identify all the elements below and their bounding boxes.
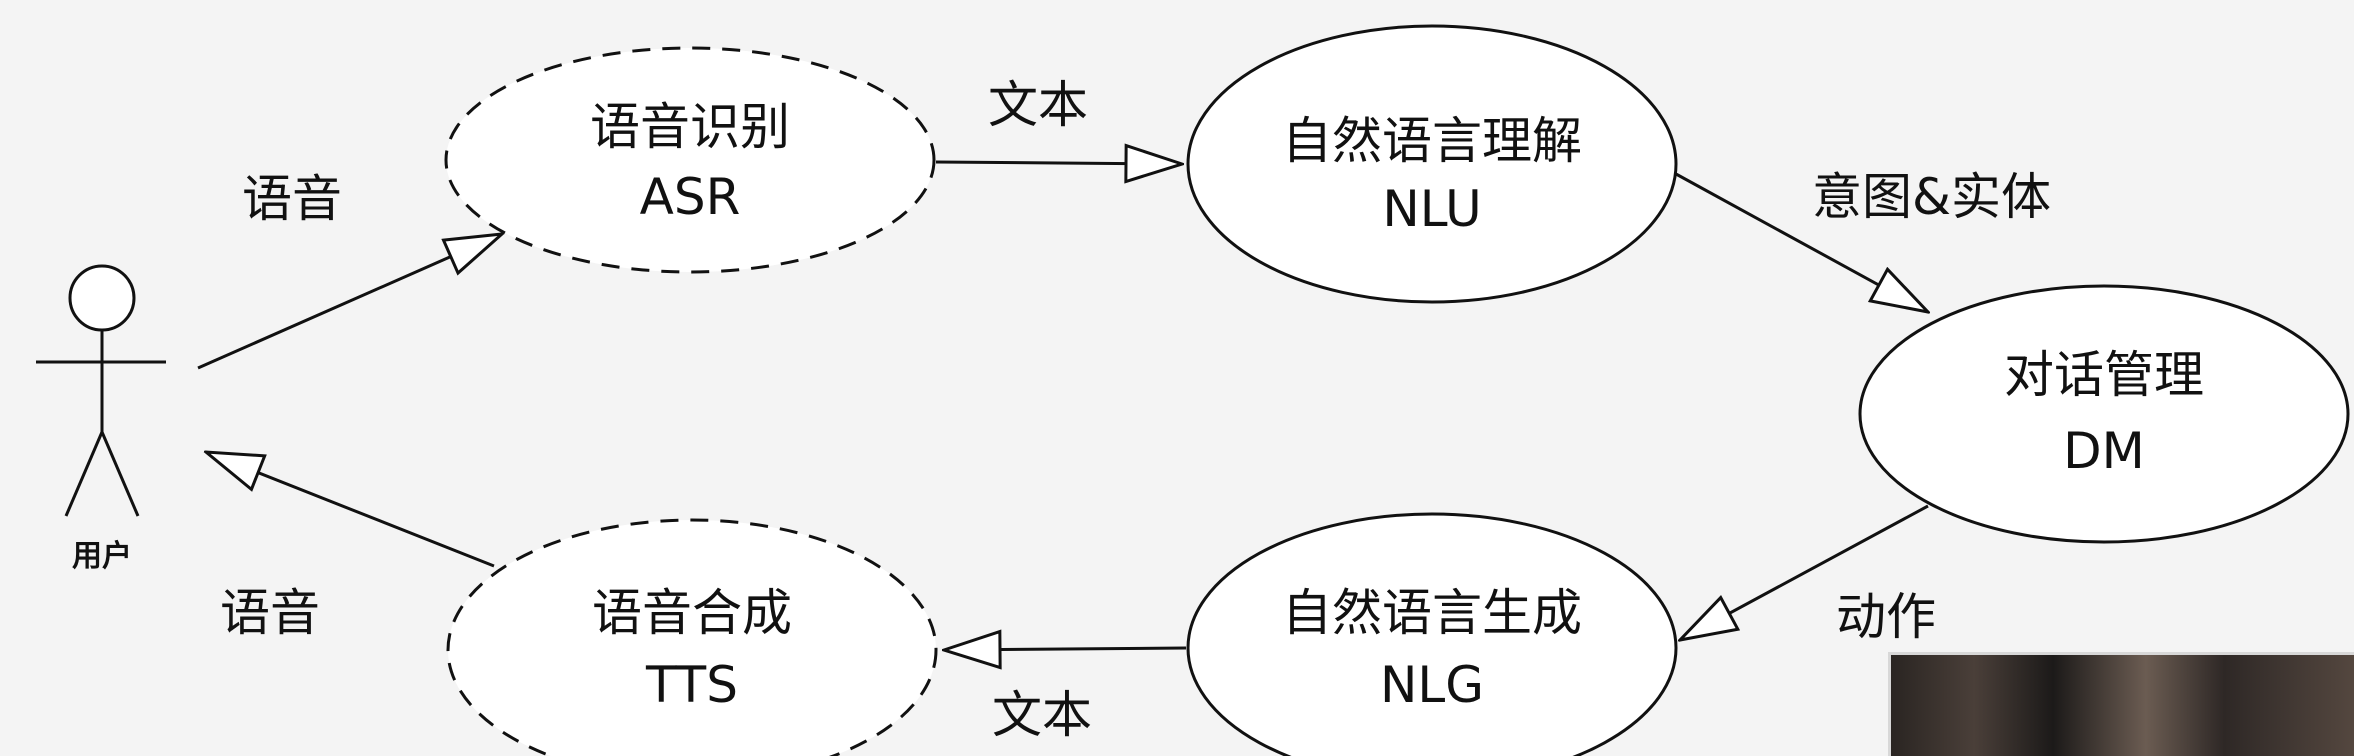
node-asr: 语音识别 ASR — [444, 46, 936, 274]
node-nlu-line1: 自然语言理解 — [1282, 112, 1582, 170]
node-tts-line2: TTS — [645, 656, 738, 714]
node-tts: 语音合成 TTS — [446, 518, 938, 756]
node-asr-line2: ASR — [640, 168, 741, 226]
node-nlu-shape — [1186, 24, 1678, 304]
edge-label-asr-to-nlu: 文本 — [988, 76, 1088, 134]
actor-left-leg — [64, 431, 104, 517]
node-nlg-line2: NLG — [1380, 656, 1484, 714]
actor-right-leg — [100, 431, 140, 517]
edge-label-dm-to-nlg: 动作 — [1836, 588, 1936, 646]
edge-nlu-to-dm — [1675, 172, 1928, 312]
node-nlu: 自然语言理解 NLU — [1186, 24, 1678, 304]
edge-tts-to-user — [206, 452, 495, 568]
node-dm: 对话管理 DM — [1858, 284, 2350, 544]
node-dm-shape — [1858, 284, 2350, 544]
edge-user-to-asr — [197, 234, 502, 370]
node-asr-line1: 语音识别 — [590, 98, 790, 156]
edge-label-nlg-to-tts: 文本 — [992, 686, 1092, 744]
node-nlg-shape — [1186, 512, 1678, 756]
edge-dm-to-nlg — [1680, 504, 1929, 640]
node-tts-shape — [446, 518, 938, 756]
edge-asr-to-nlu — [935, 162, 1182, 164]
actor-label: 用户 — [72, 539, 132, 574]
node-nlg: 自然语言生成 NLG — [1186, 512, 1678, 756]
edge-label-nlu-to-dm: 意图&实体 — [1812, 168, 2051, 226]
node-nlu-line2: NLU — [1382, 180, 1481, 238]
edge-label-user-to-asr: 语音 — [242, 170, 342, 228]
node-asr-shape — [444, 46, 936, 274]
node-tts-line1: 语音合成 — [592, 584, 792, 642]
webcam-overlay — [1888, 652, 2354, 756]
actor-head — [68, 264, 136, 332]
edge-label-tts-to-user: 语音 — [220, 584, 320, 642]
edge-nlg-to-tts — [944, 648, 1187, 650]
node-dm-line2: DM — [2063, 422, 2145, 480]
node-nlg-line1: 自然语言生成 — [1282, 584, 1582, 642]
user-actor: 用户 — [36, 264, 166, 574]
node-dm-line1: 对话管理 — [2004, 346, 2204, 404]
